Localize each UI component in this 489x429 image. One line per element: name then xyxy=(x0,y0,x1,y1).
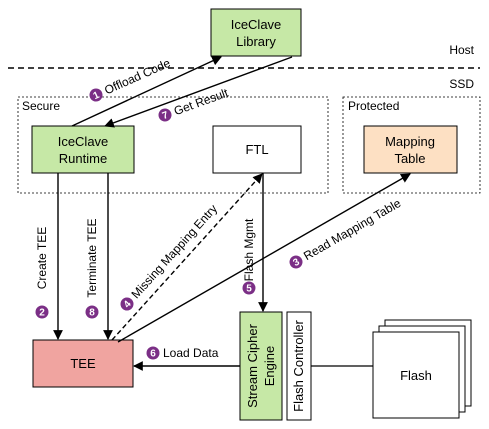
step-4-missing-mapping-entry: 4 Missing Mapping Entry xyxy=(120,202,220,311)
protected-region xyxy=(342,96,481,194)
ssd-label: SSD xyxy=(449,77,474,91)
step-2-create-tee: Create TEE xyxy=(35,227,49,289)
get-result-arrow xyxy=(104,56,293,128)
step-3-read-mapping-table: 3 Read Mapping Table xyxy=(289,196,404,269)
secure-region xyxy=(17,96,329,194)
flash-label: Flash xyxy=(400,368,432,383)
step-3-badge xyxy=(289,255,303,269)
step-4-number: 4 xyxy=(122,299,134,311)
step-7-badge xyxy=(158,108,172,122)
step-2-badge xyxy=(35,305,49,319)
flash-box xyxy=(372,331,460,419)
step-1-badge xyxy=(89,88,103,102)
step-5-label: Flash Mgmt xyxy=(242,218,256,281)
stream-cipher-engine-box xyxy=(239,311,283,421)
step-4-badge xyxy=(120,297,134,311)
secure-region-label: Secure xyxy=(22,99,60,113)
step-7-number: 7 xyxy=(161,110,170,122)
iceclave-library-label-line1: IceClave xyxy=(231,17,282,32)
iceclave-runtime-label-line1: IceClave xyxy=(58,134,109,149)
ftl-label: FTL xyxy=(245,142,268,157)
iceclave-runtime-box xyxy=(31,125,135,174)
step-8-terminate-tee: Terminate TEE xyxy=(85,218,99,297)
step-3-number: 3 xyxy=(291,256,302,269)
tee-box xyxy=(32,339,134,388)
mapping-table-label-line1: Mapping xyxy=(385,134,435,149)
iceclave-library-box xyxy=(210,8,302,57)
missing-mapping-entry-arrow xyxy=(111,173,263,341)
step-1-label: Offload Code xyxy=(102,56,172,98)
host-label: Host xyxy=(449,43,474,57)
step-5-flash-mgmt: Flash Mgmt xyxy=(242,218,256,281)
step-2-label: Create TEE xyxy=(35,227,49,289)
iceclave-runtime-label-line2: Runtime xyxy=(59,151,107,166)
stream-cipher-label-line1: Stream Cipher xyxy=(245,323,260,407)
step-4-label: Missing Mapping Entry xyxy=(128,202,220,302)
step-2-number: 2 xyxy=(39,308,45,319)
step-7-get-result: 7 Get Result xyxy=(158,85,231,122)
step-5-number: 5 xyxy=(246,284,252,295)
flash-controller-label: Flash Controller xyxy=(291,319,306,411)
step-1-number: 1 xyxy=(92,90,102,102)
step-6-badge xyxy=(146,346,160,360)
step-8-label: Terminate TEE xyxy=(85,218,99,297)
protected-region-label: Protected xyxy=(348,99,399,113)
step-6-label: Load Data xyxy=(163,346,219,360)
step-3-label: Read Mapping Table xyxy=(301,196,403,263)
stream-cipher-label-line2: Engine xyxy=(262,346,277,386)
offload-code-arrow xyxy=(71,56,222,127)
tee-label: TEE xyxy=(70,356,96,371)
mapping-table-label-line2: Table xyxy=(394,151,425,166)
step-8-badge xyxy=(85,305,99,319)
step-5-badge xyxy=(242,281,256,295)
mapping-table-box xyxy=(363,125,458,174)
ftl-box xyxy=(212,125,302,174)
step-8-number: 8 xyxy=(89,308,95,319)
step-6-number: 6 xyxy=(150,349,156,360)
iceclave-library-label-line2: Library xyxy=(236,34,276,49)
read-mapping-table-arrow xyxy=(117,173,411,343)
